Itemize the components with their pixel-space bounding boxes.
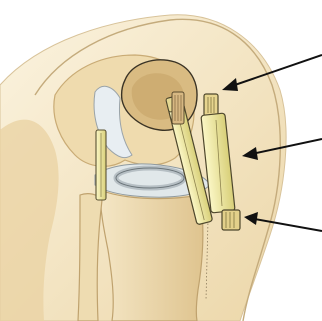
graft-plug <box>172 92 184 124</box>
tibia <box>100 190 203 321</box>
